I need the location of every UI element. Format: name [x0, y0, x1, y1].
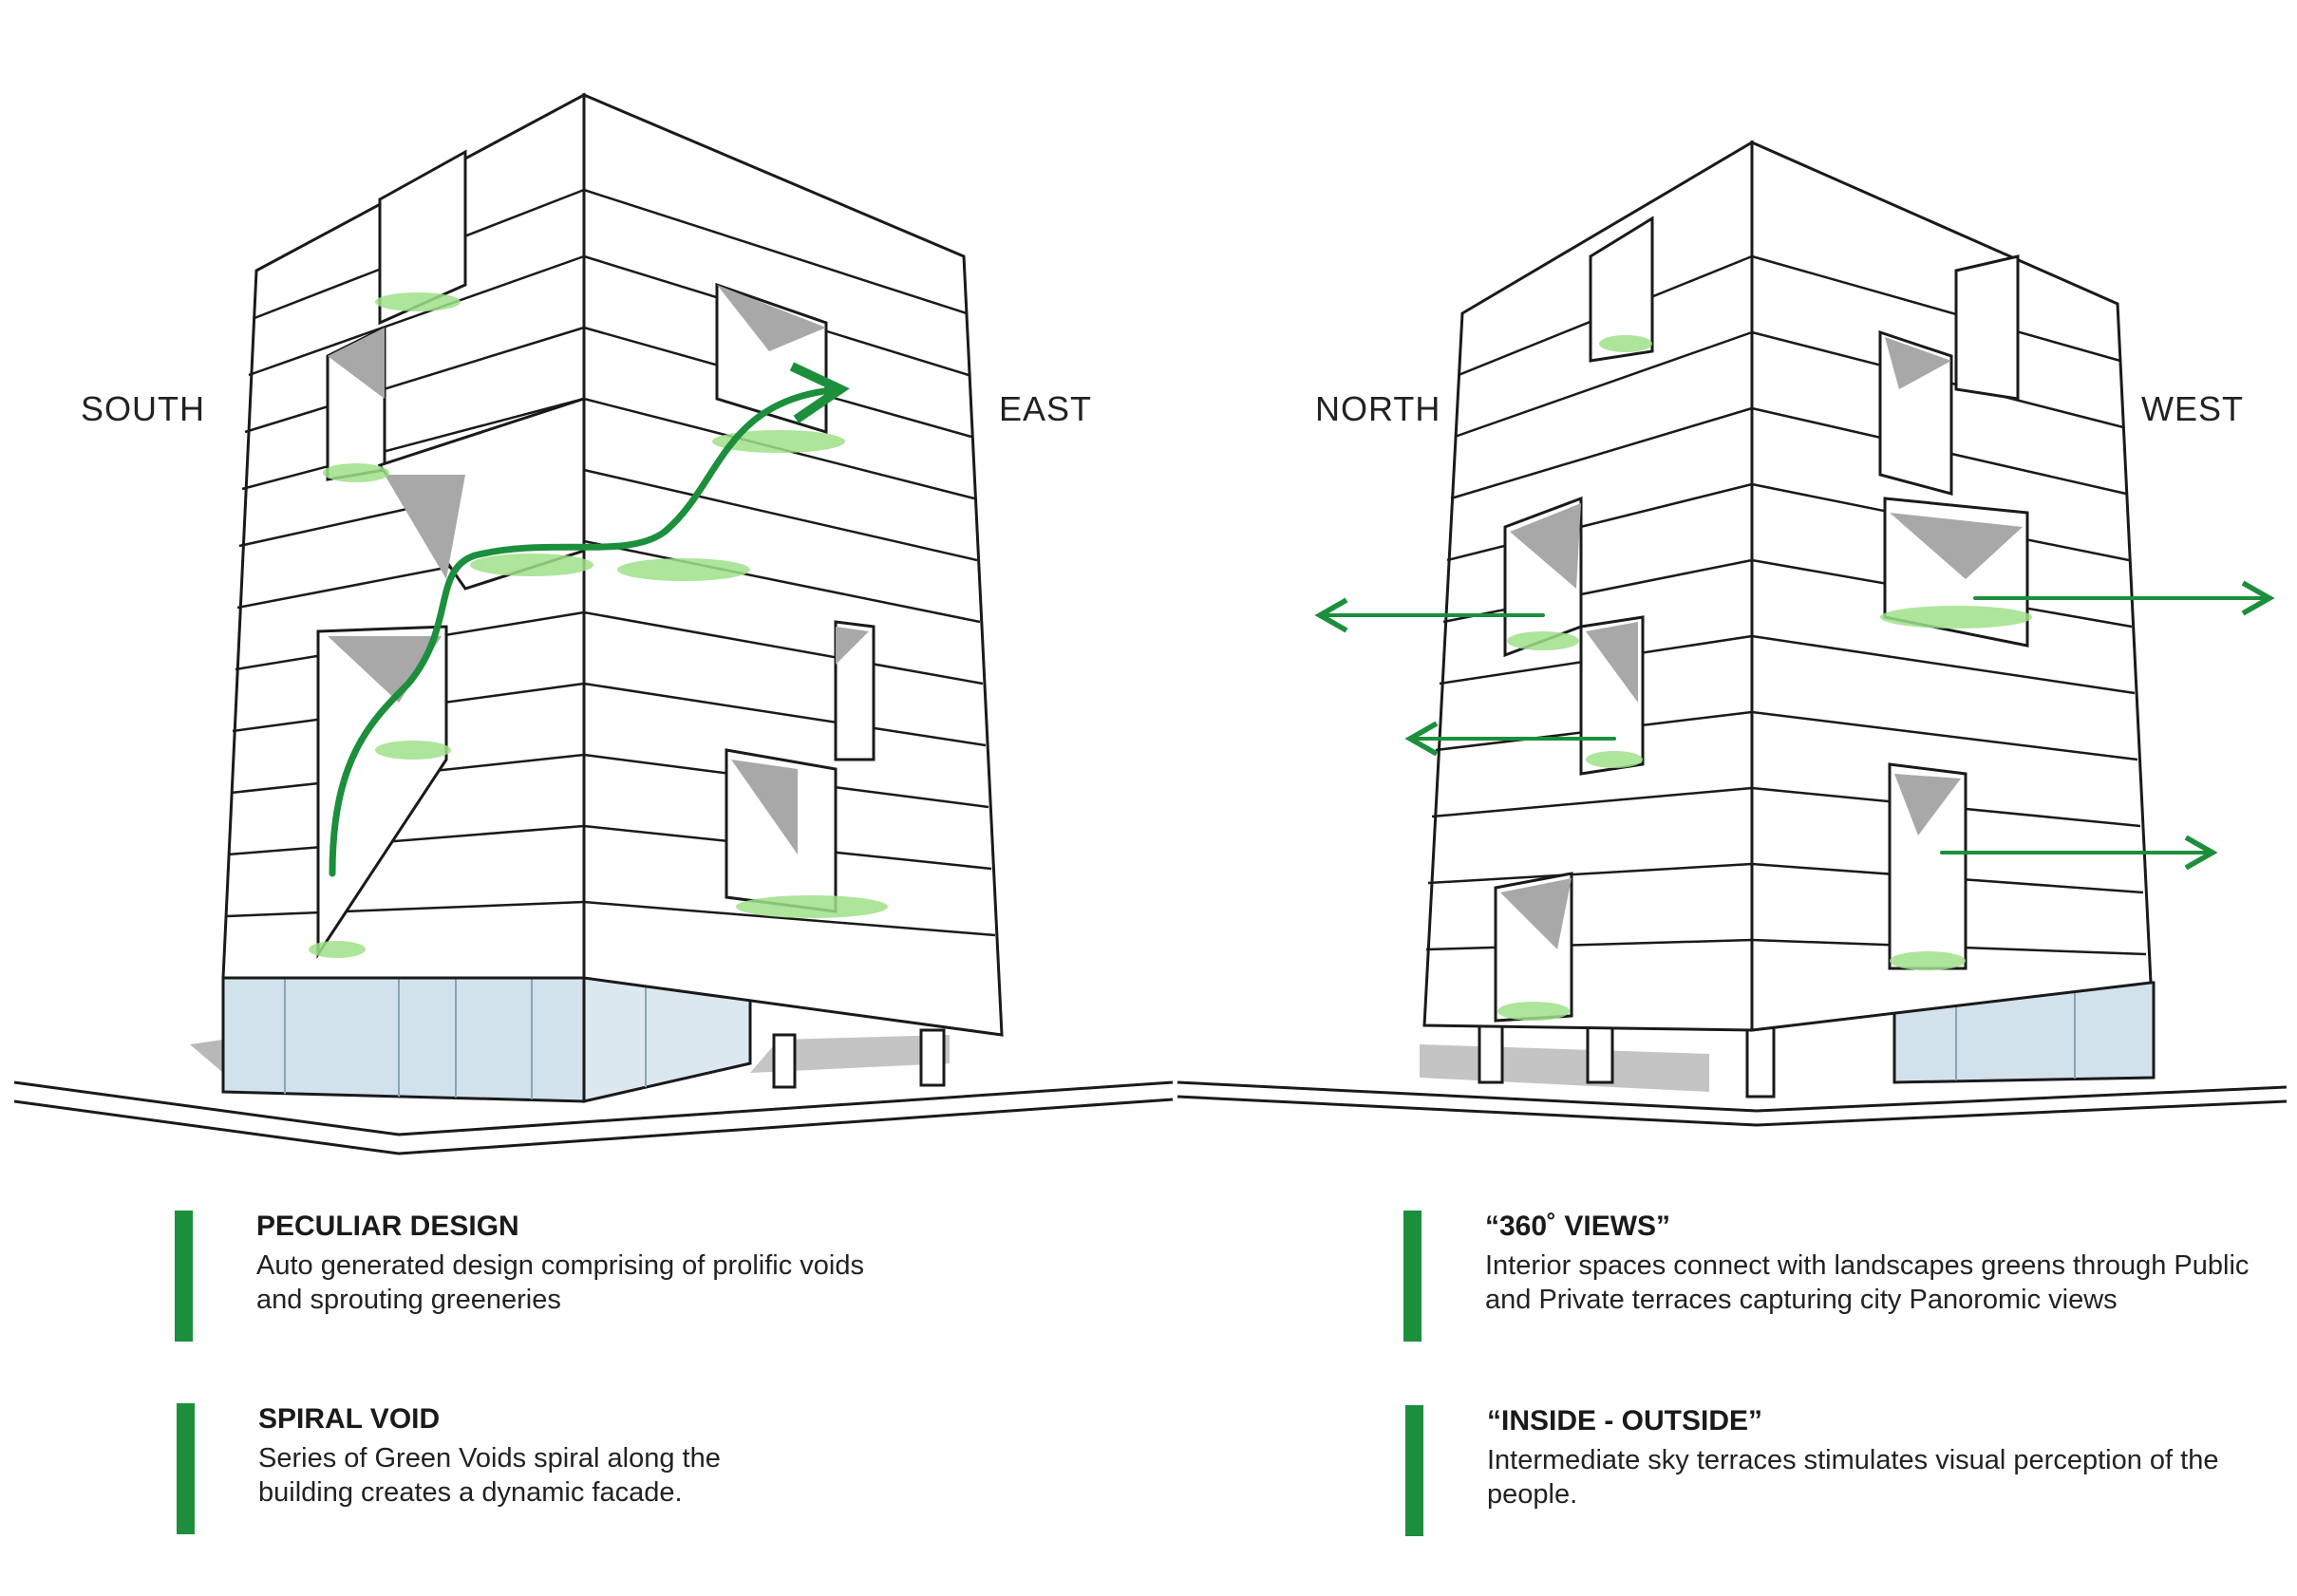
feature-title: “INSIDE - OUTSIDE”	[1487, 1405, 1762, 1437]
ground-plane-right	[1177, 1082, 2287, 1125]
feature-title: “360˚ VIEWS”	[1485, 1211, 1670, 1243]
label-east: EAST	[999, 389, 1092, 429]
ground-shadow-right	[1420, 1044, 1709, 1092]
feature-marker-bar	[1405, 1405, 1423, 1536]
building-north-west	[1177, 142, 2287, 1125]
feature-description: Intermediate sky terraces stimulates vis…	[1487, 1443, 2285, 1512]
building-south-east	[14, 95, 1173, 1154]
label-west: WEST	[2141, 389, 2244, 429]
feature-description: Series of Green Voids spiral along the b…	[258, 1441, 790, 1510]
label-north: NORTH	[1315, 389, 1440, 429]
feature-description: Interior spaces connect with landscapes …	[1485, 1249, 2283, 1317]
feature-marker-bar	[175, 1211, 193, 1342]
feature-title: PECULIAR DESIGN	[256, 1211, 519, 1243]
void-west-4	[1956, 256, 2018, 399]
ground-shadow-left	[190, 1040, 223, 1073]
feature-marker-bar	[177, 1403, 195, 1534]
feature-title: SPIRAL VOID	[258, 1403, 440, 1436]
glass-base-left	[223, 978, 584, 1101]
feature-marker-bar	[1403, 1211, 1422, 1342]
feature-description: Auto generated design comprising of prol…	[256, 1249, 864, 1317]
label-south: SOUTH	[81, 389, 205, 429]
